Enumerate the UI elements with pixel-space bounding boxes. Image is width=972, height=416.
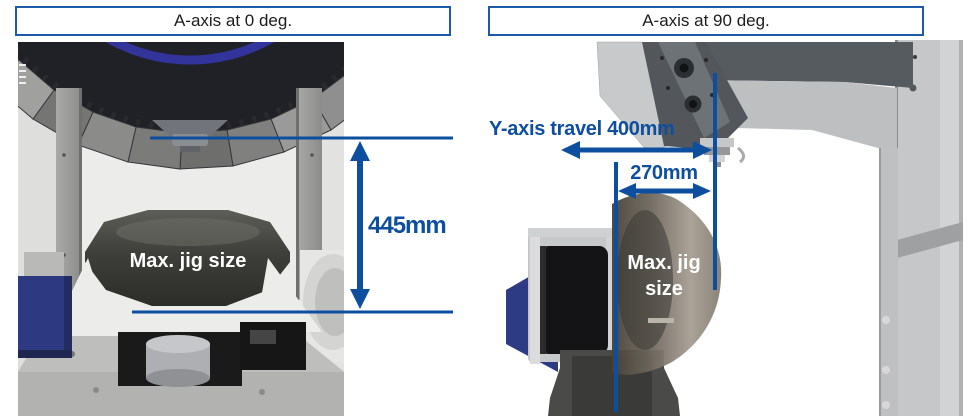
wall-label-ticks: [19, 64, 26, 84]
front-motor-box: [18, 252, 72, 358]
side-column: [879, 40, 963, 416]
panel-a90-title: A-axis at 90 deg.: [642, 11, 770, 30]
jig-width-dimension-label: 270mm: [630, 162, 698, 184]
machine-front-illustration: [18, 42, 344, 416]
panel-a0-title: A-axis at 0 deg.: [173, 11, 293, 30]
panel-a90-title-box: A-axis at 90 deg.: [488, 6, 924, 36]
side-jig: [612, 192, 722, 375]
side-motor-block: [540, 246, 608, 354]
front-jig-size-label: Max. jig size: [129, 250, 247, 272]
side-jig-size-label: Max. jig size: [604, 250, 724, 302]
front-jig: [85, 210, 290, 306]
panel-a0-title-box: A-axis at 0 deg.: [15, 6, 451, 36]
side-jig-size-label-line1: Max. jig: [627, 252, 701, 274]
side-jig-size-label-line2: size: [645, 278, 683, 300]
magazine-blue-ring: [105, 42, 275, 65]
spindle-head: [596, 41, 913, 167]
machine-side-illustration: [506, 40, 963, 416]
front-rotary-axis: [118, 322, 306, 387]
height-dimension-label: 445mm: [368, 212, 447, 239]
spindle-nose: [700, 138, 745, 167]
y-travel-dimension-label: Y-axis travel 400mm: [489, 118, 675, 140]
